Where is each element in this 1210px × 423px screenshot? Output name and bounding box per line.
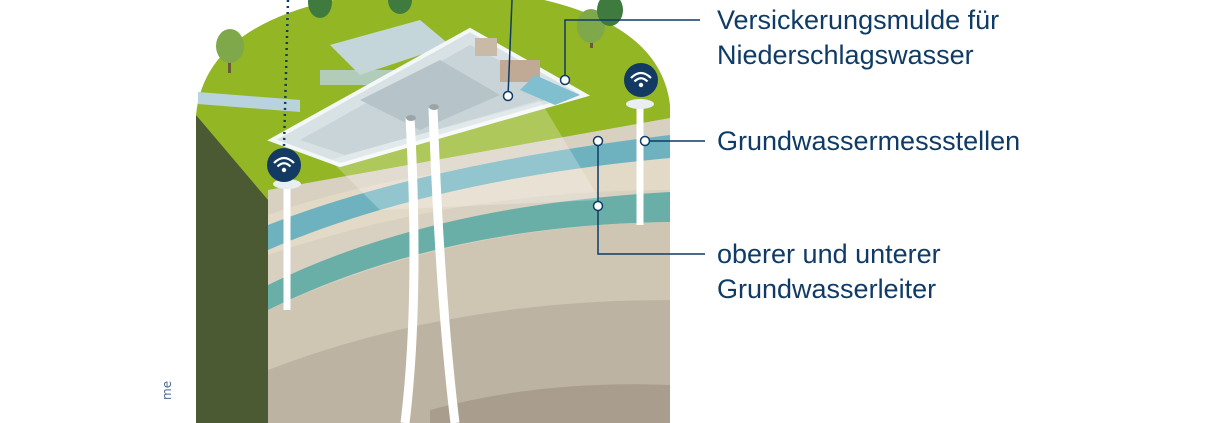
label-infiltration-swale-line1: Versickerungsmulde für [717,3,999,38]
label-aquifer-line2: Grundwasserleiter [717,272,936,307]
label-monitoring-wells: Grundwassermessstellen [717,124,1020,159]
label-infiltration-swale-line2: Niederschlagswasser [717,38,974,73]
wifi-sensor-icon [624,63,658,97]
container-box [475,38,497,56]
side-caption: me [160,381,174,400]
label-aquifer-line1: oberer und unterer [717,237,941,272]
wifi-sensor-icon [267,148,301,182]
